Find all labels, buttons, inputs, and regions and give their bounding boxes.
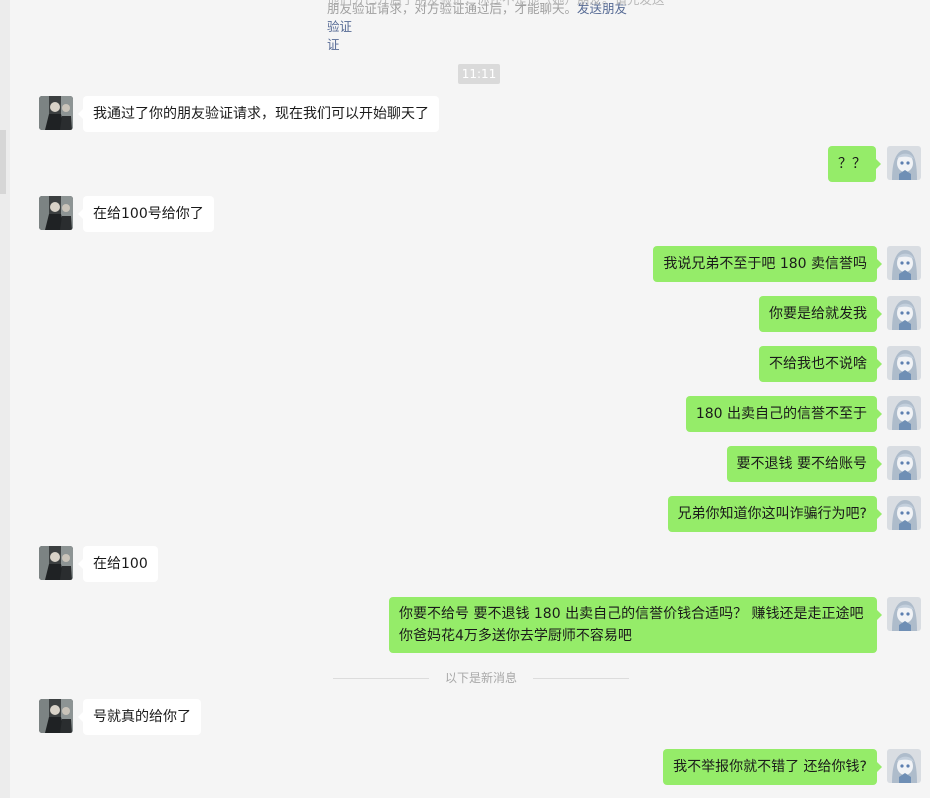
system-notice: 他们分已开启了朋友验证，你还不是他（她）朋友。请先发送 朋友验证请求，对方验证通…	[327, 0, 665, 54]
my-avatar[interactable]	[887, 749, 921, 783]
contact-avatar[interactable]	[39, 699, 73, 733]
anime-girl-avatar-icon	[887, 396, 921, 430]
contact-avatar[interactable]	[39, 546, 73, 580]
contact-avatar[interactable]	[39, 196, 73, 230]
system-notice-text: 朋友验证请求，对方验证通过后，才能聊天。	[327, 1, 578, 16]
anime-girl-avatar-icon	[887, 749, 921, 783]
scroll-track[interactable]	[0, 0, 10, 798]
message-bubble-outgoing[interactable]: 不给我也不说啥	[759, 346, 882, 382]
message-bubble-outgoing[interactable]: 我不举报你就不错了 还给你钱?	[663, 749, 882, 785]
my-avatar[interactable]	[887, 597, 921, 631]
message-bubble-incoming[interactable]: 在给100号给你了	[78, 196, 214, 232]
anime-girl-avatar-icon	[887, 246, 921, 280]
send-verification-link[interactable]: 发送朋友验证	[327, 1, 628, 34]
new-messages-divider: 以下是新消息	[333, 668, 629, 688]
photo-avatar-icon	[39, 96, 73, 130]
message-bubble-outgoing[interactable]: 我说兄弟不至于吧 180 卖信誉吗	[653, 246, 882, 282]
my-avatar[interactable]	[887, 396, 921, 430]
my-avatar[interactable]	[887, 346, 921, 380]
message-bubble-outgoing[interactable]: 兄弟你知道你这叫诈骗行为吧?	[667, 496, 883, 532]
message-line: 你爸妈花4万多送你去学厨师不容易吧	[399, 628, 632, 644]
new-messages-label: 以下是新消息	[444, 671, 517, 685]
message-bubble-incoming[interactable]: 我通过了你的朋友验证请求，现在我们可以开始聊天了	[78, 96, 439, 132]
anime-girl-avatar-icon	[887, 446, 921, 480]
photo-avatar-icon	[39, 546, 73, 580]
anime-girl-avatar-icon	[887, 496, 921, 530]
photo-avatar-icon	[39, 699, 73, 733]
message-bubble-outgoing[interactable]: 要不退钱 要不给账号	[726, 446, 883, 482]
my-avatar[interactable]	[887, 496, 921, 530]
my-avatar[interactable]	[887, 246, 921, 280]
contact-avatar[interactable]	[39, 96, 73, 130]
divider-line	[533, 678, 629, 679]
message-line: 你要不给号 要不退钱 180 出卖自己的信誉价钱合适吗？ 赚钱还是走正途吧	[399, 606, 864, 622]
my-avatar[interactable]	[887, 296, 921, 330]
scroll-thumb[interactable]	[0, 130, 6, 194]
anime-girl-avatar-icon	[887, 296, 921, 330]
my-avatar[interactable]	[887, 446, 921, 480]
message-bubble-incoming[interactable]: 号就真的给你了	[78, 699, 201, 735]
anime-girl-avatar-icon	[887, 597, 921, 631]
timestamp: 11:11	[458, 64, 500, 84]
message-bubble-outgoing[interactable]: 你要是给就发我	[759, 296, 882, 332]
photo-avatar-icon	[39, 196, 73, 230]
anime-girl-avatar-icon	[887, 146, 921, 180]
message-bubble-incoming[interactable]: 在给100	[78, 546, 158, 582]
message-bubble-outgoing[interactable]: 你要不给号 要不退钱 180 出卖自己的信誉价钱合适吗？ 赚钱还是走正途吧 你爸…	[389, 597, 882, 653]
message-bubble-outgoing[interactable]: 180 出卖自己的信誉不至于	[685, 396, 883, 432]
message-bubble-outgoing[interactable]: ？？	[828, 146, 881, 182]
system-notice-clipped: 他们分已开启了朋友验证，你还不是他（她）朋友。请先发送	[327, 0, 665, 9]
anime-girl-avatar-icon	[887, 346, 921, 380]
divider-line	[333, 678, 429, 679]
my-avatar[interactable]	[887, 146, 921, 180]
send-verification-link-tail[interactable]: 证	[327, 37, 340, 52]
